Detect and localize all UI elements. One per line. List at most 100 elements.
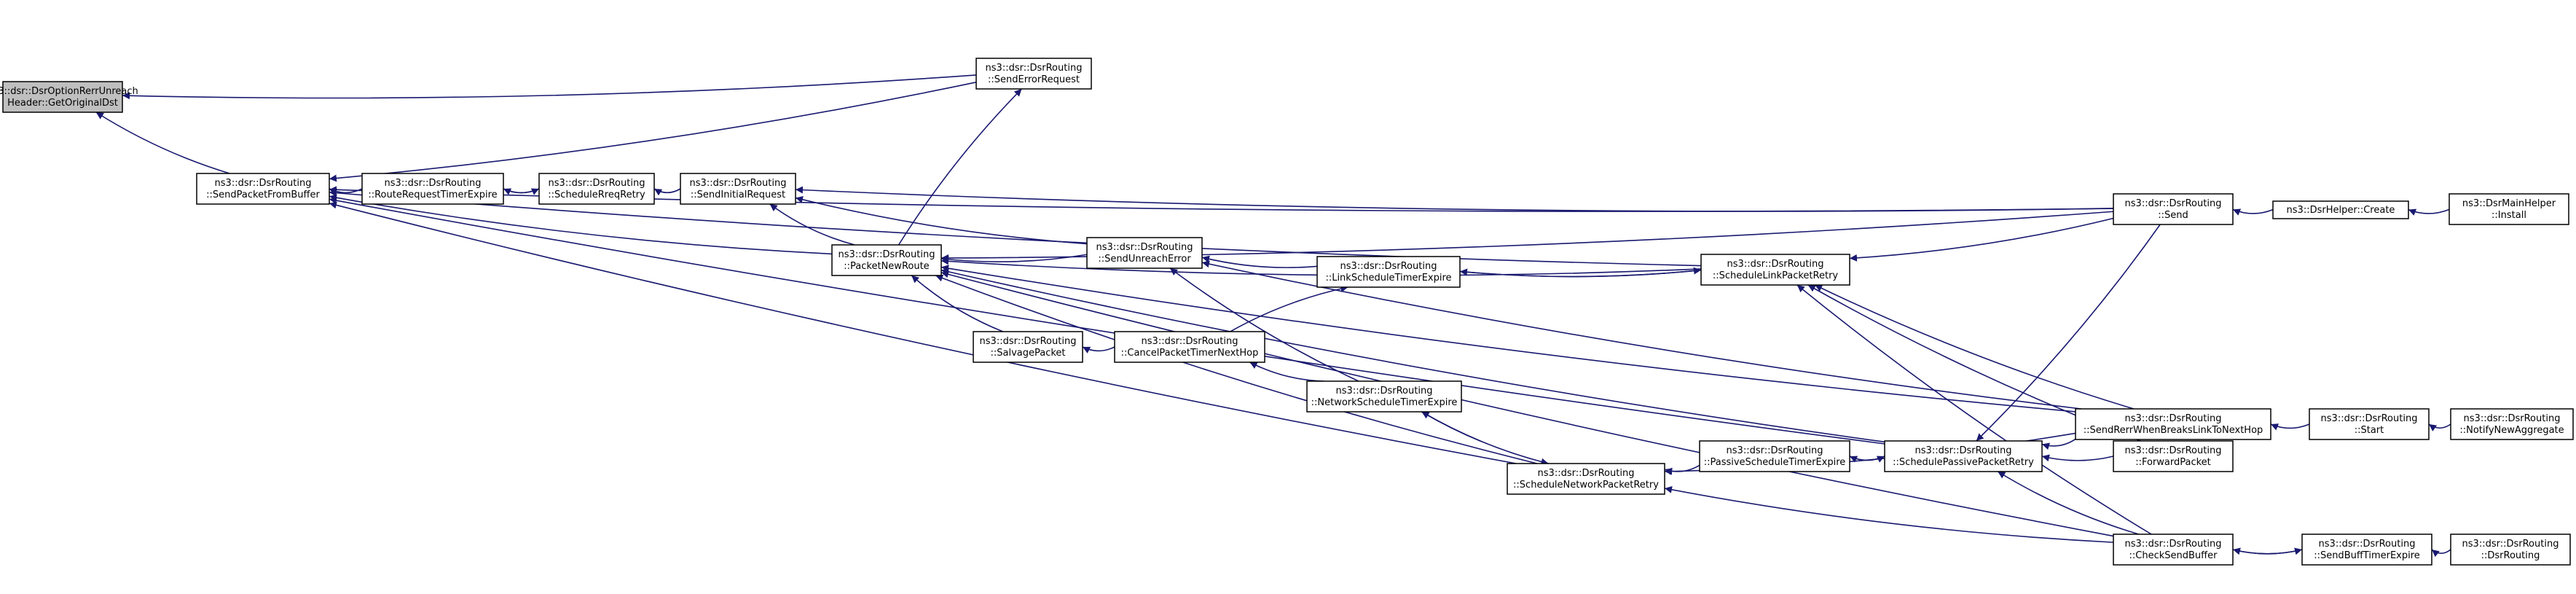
node-label: ::CheckSendBuffer bbox=[2129, 550, 2218, 561]
node-box bbox=[2075, 408, 2271, 440]
edge-route-request-timer-expire-to-schedule-rreq-retry bbox=[503, 188, 540, 195]
node-send-unreach-error[interactable]: ns3::dsr::DsrRouting::SendUnreachError bbox=[1086, 237, 1203, 269]
node-dsr-routing-ctor[interactable]: ns3::dsr::DsrRouting::DsrRouting bbox=[2450, 534, 2571, 566]
edge-schedule-network-packet-retry-to-send-packet-from-buffer bbox=[329, 201, 1517, 464]
node-label: ns3::DsrHelper::Create bbox=[2287, 205, 2395, 216]
node-send-packet-from-buffer[interactable]: ns3::dsr::DsrRouting::SendPacketFromBuff… bbox=[196, 173, 330, 205]
node-label: ns3::dsr::DsrRouting bbox=[1142, 336, 1238, 347]
node-box bbox=[196, 173, 330, 205]
edge-send-error-request-to-send-packet-from-buffer bbox=[329, 82, 977, 182]
node-send[interactable]: ns3::dsr::DsrRouting::Send bbox=[2113, 193, 2234, 225]
edge-send-packet-from-buffer-to-get-original-dst bbox=[95, 112, 230, 174]
node-label: ::LinkScheduleTimerExpire bbox=[1325, 273, 1451, 284]
edge-send-rerr-when-breaks-link-to-next-hop-to-schedule-passive-packet-retry bbox=[2041, 438, 2076, 450]
node-schedule-rreq-retry[interactable]: ns3::dsr::DsrRouting::ScheduleRreqRetry bbox=[538, 173, 655, 205]
node-layer: ns3::dsr::DsrOptionRerrUnreachHeader::Ge… bbox=[0, 58, 2574, 566]
node-box bbox=[1699, 440, 1850, 472]
node-label: ::SalvagePacket bbox=[990, 348, 1065, 359]
node-box bbox=[1884, 440, 2043, 472]
edge-schedule-network-packet-retry-to-network-schedule-timer-expire bbox=[1421, 411, 1549, 464]
node-label: ::NetworkScheduleTimerExpire bbox=[1311, 397, 1458, 408]
node-box bbox=[538, 173, 655, 205]
node-dsr-main-helper-install[interactable]: ns3::DsrMainHelper::Install bbox=[2449, 193, 2569, 225]
node-label: ::SendPacketFromBuffer bbox=[206, 189, 320, 200]
edge-send-rerr-when-breaks-link-to-next-hop-to-packet-new-route bbox=[941, 265, 2076, 413]
node-dsr-helper-create[interactable]: ns3::DsrHelper::Create bbox=[2272, 200, 2409, 219]
node-box bbox=[1700, 254, 1850, 286]
edge-check-send-buffer-to-send-buff-timer-expire bbox=[2232, 547, 2303, 555]
node-label: ::RouteRequestTimerExpire bbox=[368, 189, 497, 200]
node-box bbox=[2309, 408, 2430, 440]
node-box bbox=[2450, 408, 2574, 440]
edge-check-send-buffer-to-schedule-network-packet-retry bbox=[1664, 485, 2114, 543]
node-label: ::SendErrorRequest bbox=[988, 74, 1080, 85]
edge-cancel-packet-timer-next-hop-to-link-schedule-timer-expire bbox=[1230, 285, 1348, 332]
edge-send-to-schedule-link-packet-retry bbox=[1849, 217, 2114, 262]
node-check-send-buffer[interactable]: ns3::dsr::DsrRouting::CheckSendBuffer bbox=[2113, 534, 2234, 566]
edge-packet-new-route-to-send-initial-request bbox=[769, 203, 855, 246]
node-box bbox=[1306, 380, 1462, 413]
node-label: ns3::dsr::DsrRouting bbox=[1727, 445, 1823, 456]
node-label: ::Install bbox=[2491, 210, 2526, 221]
edge-layer bbox=[95, 74, 2451, 558]
node-box bbox=[1114, 331, 1265, 363]
node-label: ::SendInitialRequest bbox=[691, 189, 785, 200]
node-box bbox=[2113, 193, 2234, 225]
node-label: ::ScheduleLinkPacketRetry bbox=[1713, 270, 1839, 281]
node-box bbox=[2113, 440, 2234, 472]
node-notify-new-aggregate[interactable]: ns3::dsr::DsrRouting::NotifyNewAggregate bbox=[2450, 408, 2574, 440]
edge-dsr-helper-create-to-send bbox=[2232, 208, 2274, 216]
node-passive-schedule-timer-expire[interactable]: ns3::dsr::DsrRouting::PassiveScheduleTim… bbox=[1699, 440, 1850, 472]
node-label: ::Start bbox=[2355, 425, 2384, 436]
node-label: ns3::dsr::DsrRouting bbox=[2462, 539, 2559, 550]
node-schedule-link-packet-retry[interactable]: ns3::dsr::DsrRouting::ScheduleLinkPacket… bbox=[1700, 254, 1850, 286]
edge-forward-packet-to-schedule-passive-packet-retry bbox=[2041, 454, 2114, 462]
edge-schedule-network-packet-retry-to-packet-new-route bbox=[935, 274, 1537, 464]
node-network-schedule-timer-expire[interactable]: ns3::dsr::DsrRouting::NetworkScheduleTim… bbox=[1306, 380, 1462, 413]
edge-check-send-buffer-to-schedule-link-packet-retry bbox=[1796, 284, 2152, 535]
node-send-rerr-when-breaks-link-to-next-hop[interactable]: ns3::dsr::DsrRouting::SendRerrWhenBreaks… bbox=[2075, 408, 2271, 440]
node-label: ns3::DsrMainHelper bbox=[2462, 198, 2556, 209]
edge-notify-new-aggregate-to-start bbox=[2428, 423, 2451, 431]
edge-check-send-buffer-to-packet-new-route bbox=[941, 270, 2114, 537]
node-schedule-network-packet-retry[interactable]: ns3::dsr::DsrRouting::ScheduleNetworkPac… bbox=[1507, 463, 1665, 495]
node-link-schedule-timer-expire[interactable]: ns3::dsr::DsrRouting::LinkScheduleTimerE… bbox=[1316, 256, 1461, 288]
node-send-error-request[interactable]: ns3::dsr::DsrRouting::SendErrorRequest bbox=[975, 58, 1092, 90]
node-box bbox=[2450, 534, 2571, 566]
node-label: ::SendUnreachError bbox=[1098, 254, 1191, 265]
node-forward-packet[interactable]: ns3::dsr::DsrRouting::ForwardPacket bbox=[2113, 440, 2234, 472]
node-label: ::PacketNewRoute bbox=[844, 261, 929, 272]
edge-send-initial-request-to-schedule-rreq-retry bbox=[653, 188, 681, 196]
edge-link-schedule-timer-expire-to-send-unreach-error bbox=[1201, 255, 1318, 268]
edge-send-rerr-when-breaks-link-to-next-hop-to-schedule-link-packet-retry bbox=[1814, 284, 2135, 410]
node-label: ::ForwardPacket bbox=[2135, 457, 2211, 468]
node-route-request-timer-expire[interactable]: ns3::dsr::DsrRouting::RouteRequestTimerE… bbox=[361, 173, 504, 205]
edge-send-error-request-to-get-original-dst bbox=[122, 74, 977, 100]
node-label: ::Send bbox=[2158, 210, 2188, 221]
node-label: ns3::dsr::DsrRouting bbox=[2319, 539, 2416, 550]
node-label: ns3::dsr::DsrRouting bbox=[2125, 198, 2222, 209]
node-start[interactable]: ns3::dsr::DsrRouting::Start bbox=[2309, 408, 2430, 440]
node-label: ns3::dsr::DsrRouting bbox=[1727, 259, 1824, 270]
node-salvage-packet[interactable]: ns3::dsr::DsrRouting::SalvagePacket bbox=[973, 331, 1083, 363]
node-label: ns3::dsr::DsrRouting bbox=[2464, 413, 2561, 424]
node-label: ::ScheduleNetworkPacketRetry bbox=[1513, 480, 1659, 491]
node-cancel-packet-timer-next-hop[interactable]: ns3::dsr::DsrRouting::CancelPacketTimerN… bbox=[1114, 331, 1265, 363]
node-label: ::SendRerrWhenBreaksLinkToNextHop bbox=[2084, 425, 2263, 436]
node-schedule-passive-packet-retry[interactable]: ns3::dsr::DsrRouting::SchedulePassivePac… bbox=[1884, 440, 2043, 472]
edge-schedule-passive-packet-retry-to-send-packet-from-buffer bbox=[329, 197, 1885, 445]
node-label: ns3::dsr::DsrRouting bbox=[690, 178, 787, 189]
node-get-original-dst[interactable]: ns3::dsr::DsrOptionRerrUnreachHeader::Ge… bbox=[0, 81, 138, 113]
node-label: ::SendBuffTimerExpire bbox=[2314, 550, 2420, 561]
edge-salvage-packet-to-packet-new-route bbox=[911, 275, 1004, 332]
node-label: ns3::dsr::DsrRouting bbox=[2125, 445, 2222, 456]
node-box bbox=[1316, 256, 1461, 288]
node-packet-new-route[interactable]: ns3::dsr::DsrRouting::PacketNewRoute bbox=[831, 244, 942, 276]
node-send-buff-timer-expire[interactable]: ns3::dsr::DsrRouting::SendBuffTimerExpir… bbox=[2301, 534, 2432, 566]
node-label: ns3::dsr::DsrRouting bbox=[2125, 539, 2222, 550]
node-label: ns3::dsr::DsrRouting bbox=[1340, 261, 1437, 272]
node-box bbox=[2301, 534, 2432, 566]
node-box bbox=[2449, 193, 2569, 225]
node-send-initial-request[interactable]: ns3::dsr::DsrRouting::SendInitialRequest bbox=[680, 173, 796, 205]
edge-link-schedule-timer-expire-to-schedule-link-packet-retry bbox=[1459, 267, 1702, 278]
